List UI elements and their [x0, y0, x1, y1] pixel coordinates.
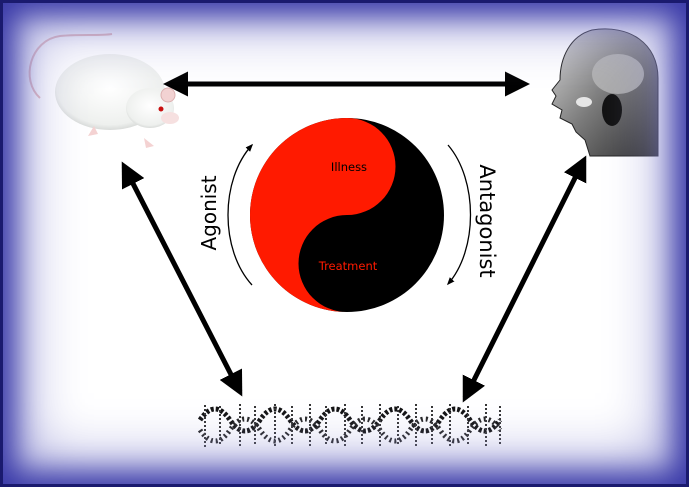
rat-dna-arrow: [121, 161, 243, 397]
treatment-label: Treatment: [318, 259, 378, 273]
antagonist-label: Antagonist: [475, 164, 499, 277]
dna-helix-image: [197, 404, 503, 448]
illness-label: Illness: [331, 160, 367, 174]
antagonist-arc-arrow: [446, 144, 472, 286]
agonist-label: Agonist: [197, 175, 221, 250]
mri-head-image: [548, 26, 659, 159]
rat-image: [28, 33, 179, 148]
agonist-arc-arrow: [227, 143, 254, 286]
human-dna-arrow: [462, 155, 587, 403]
yin-yang-symbol: [250, 118, 444, 312]
